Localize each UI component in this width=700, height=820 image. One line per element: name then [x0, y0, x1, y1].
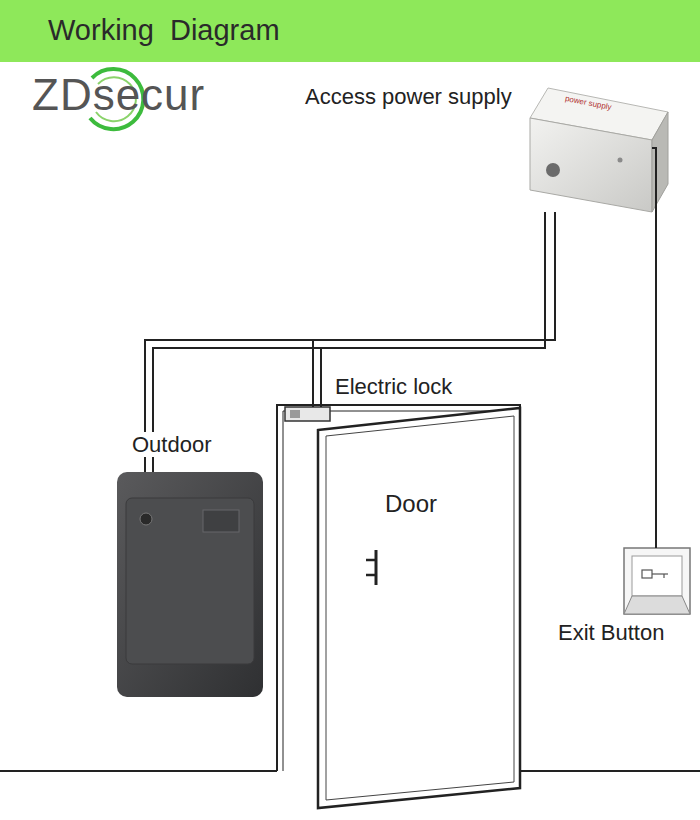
node-label: Access power supply [305, 84, 512, 109]
reader-node: Outdoor [117, 472, 263, 697]
door-node: Door [318, 428, 520, 806]
wire-connector [652, 148, 656, 548]
diagram-title: Working Diagram [48, 14, 280, 47]
door-panel [318, 408, 520, 808]
electric-lock [285, 407, 330, 421]
node-label: Exit Button [558, 620, 664, 645]
wire-connector [313, 212, 555, 407]
node-label: Door [385, 490, 437, 518]
card-reader [117, 472, 263, 697]
device-marking: power supply [564, 94, 612, 112]
floor-line [520, 770, 700, 772]
power-supply-node: Access power supply [530, 88, 652, 212]
lock-node: Electric lock [285, 407, 330, 421]
power-supply-box [530, 88, 668, 212]
brand-logo: ZDsecur [32, 70, 205, 121]
exit-button [624, 548, 690, 614]
node-label: Outdoor [130, 432, 214, 457]
exit-button-node: Exit Button [624, 548, 690, 614]
floor-line [0, 770, 277, 772]
node-label: Electric lock [335, 374, 452, 399]
title-bar: Working Diagram [0, 0, 700, 62]
